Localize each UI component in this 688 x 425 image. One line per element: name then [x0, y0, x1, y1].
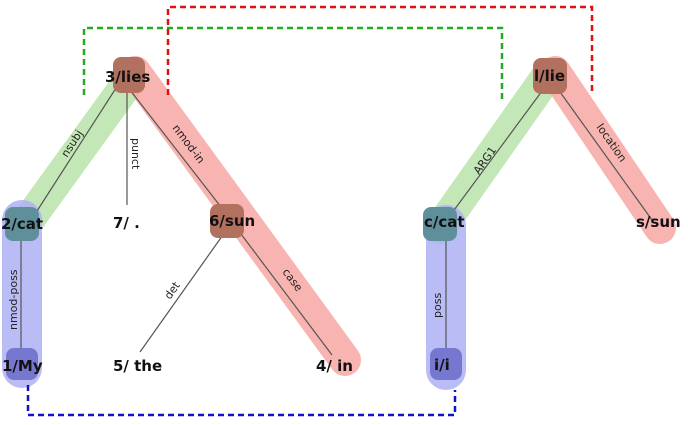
red-band-right	[539, 56, 676, 244]
node-box-cat-left	[5, 207, 39, 241]
node-label-sun-right: s/sun	[636, 213, 681, 231]
blue-alignment-link	[26, 385, 457, 417]
node-box-lie	[533, 58, 567, 94]
node-label-punct: 7/ .	[113, 214, 140, 232]
edge-line-det	[139, 231, 226, 353]
edge-line-case	[237, 229, 333, 356]
red-alignment-link	[166, 5, 594, 95]
edge-line-nsubj	[27, 84, 119, 226]
node-label-in: 4/ in	[316, 357, 353, 375]
node-label-lies: 3/lies	[105, 68, 150, 86]
green-band-left	[9, 64, 146, 241]
green-alignment-link	[82, 26, 504, 103]
node-label-cat-right: c/cat	[424, 213, 465, 231]
node-label-lie: l/lie	[534, 67, 565, 85]
node-label-i: i/i	[434, 356, 450, 374]
node-box-my	[6, 348, 38, 380]
node-label-cat-left: 2/cat	[1, 215, 43, 233]
green-band-right	[424, 59, 564, 244]
node-box-sun-left	[210, 204, 244, 238]
edge-line-location	[554, 84, 653, 221]
edge-line-arg1	[442, 86, 546, 226]
node-box-lies	[113, 57, 145, 93]
node-label-my: 1/My	[2, 357, 43, 375]
edge-line-nmod-in	[129, 89, 229, 217]
edge-label-det: det	[162, 279, 183, 302]
node-label-the: 5/ the	[113, 357, 162, 375]
node-box-cat-right	[423, 207, 457, 241]
edge-label-poss: poss	[431, 293, 444, 318]
edge-label-nmod-poss: nmod-poss	[7, 269, 20, 330]
node-label-sun-left: 6/sun	[209, 212, 255, 230]
node-box-i	[430, 348, 462, 380]
edge-label-punct: punct	[129, 138, 142, 170]
